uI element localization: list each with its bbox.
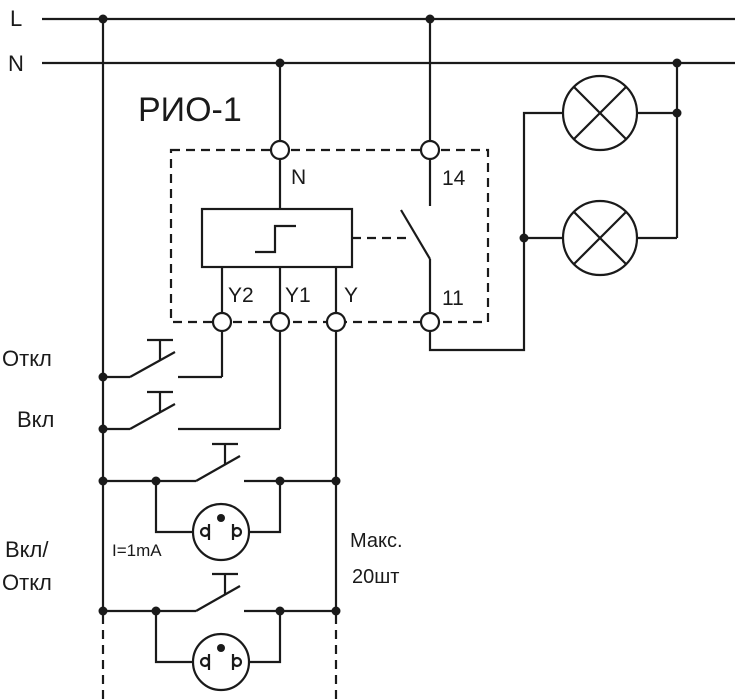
junction-dot bbox=[672, 108, 682, 118]
indicator-wire bbox=[249, 611, 282, 664]
neon-indicator-icon bbox=[191, 502, 251, 562]
terminal-11-label: 11 bbox=[442, 287, 464, 310]
terminal-14 bbox=[419, 139, 441, 161]
off-pushbutton bbox=[103, 338, 222, 379]
terminal-y2-label: Y2 bbox=[228, 284, 254, 307]
terminal-14-label: 14 bbox=[442, 167, 466, 190]
lamp-icon bbox=[561, 74, 639, 152]
device-title: РИО-1 bbox=[138, 91, 242, 129]
lamp-icon bbox=[561, 199, 639, 277]
indicator-wire bbox=[154, 481, 193, 534]
toggle-button-label-line2: Откл bbox=[2, 570, 52, 595]
indicator-wire bbox=[249, 481, 282, 534]
terminal-11 bbox=[419, 311, 441, 333]
toggle-button-label-line1: Вкл/ bbox=[5, 537, 49, 562]
current-note: I=1mA bbox=[112, 541, 162, 560]
relay-contact-blade bbox=[400, 209, 431, 260]
terminal-n-label: N bbox=[291, 166, 306, 189]
terminal-y1-label: Y1 bbox=[285, 284, 311, 307]
terminal-y2 bbox=[211, 311, 233, 333]
indicator-wire bbox=[154, 611, 193, 664]
step-symbol bbox=[255, 224, 296, 254]
device-enclosure bbox=[169, 148, 490, 324]
neon-indicator-icon bbox=[191, 632, 251, 692]
terminal-y bbox=[325, 311, 347, 333]
junction-dot bbox=[98, 14, 108, 24]
live-line-label: L bbox=[10, 6, 22, 31]
on-button-label: Вкл bbox=[17, 407, 54, 432]
max-note-line1: Макс. bbox=[350, 530, 403, 552]
control-block bbox=[200, 207, 354, 269]
toggle-pushbutton bbox=[103, 572, 336, 613]
terminal-y1 bbox=[269, 311, 291, 333]
on-pushbutton bbox=[103, 390, 280, 431]
terminal-n bbox=[269, 139, 291, 161]
neutral-line-label: N bbox=[8, 51, 24, 76]
lamp-feed-wire bbox=[428, 111, 563, 352]
off-button-label: Откл bbox=[2, 346, 52, 371]
max-note-line2: 20шт bbox=[352, 566, 399, 588]
terminal-y-label: Y bbox=[344, 284, 358, 307]
junction-dot bbox=[519, 233, 529, 243]
toggle-pushbutton bbox=[103, 442, 336, 483]
